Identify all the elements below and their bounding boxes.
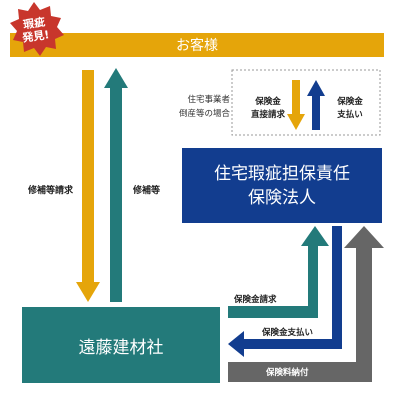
claim-label: 保険金請求 — [234, 295, 277, 305]
direct-claim-legend-arrow — [287, 80, 305, 130]
direct-claim-line2: 直接請求 — [250, 110, 285, 120]
payment-legend-label: 保険金 支払い — [328, 96, 372, 122]
bankruptcy-note-line1: 住宅事業者 — [187, 95, 230, 105]
insurer-line1: 住宅瑕疵担保責任 — [214, 163, 350, 184]
defect-badge — [10, 2, 64, 56]
repair-arrow — [104, 68, 128, 302]
customer-label: お客様 — [10, 33, 384, 57]
builder-box — [22, 307, 220, 383]
payout-label: 保険金支払い — [262, 328, 314, 338]
payment-line1: 保険金 — [337, 97, 363, 107]
repair-request-arrow — [76, 70, 100, 302]
builder-text: 遠藤建材社 — [78, 337, 164, 358]
repair-label: 修補等 — [133, 186, 161, 196]
customer-text: お客様 — [176, 38, 218, 54]
insurer-label: 住宅瑕疵担保責任 保険法人 — [182, 148, 382, 223]
bankruptcy-legend-box — [231, 69, 381, 136]
bankruptcy-note: 住宅事業者 倒産等の場合 — [150, 93, 230, 121]
repair-request-label: 修補等請求 — [28, 186, 74, 196]
insurer-line2: 保険法人 — [248, 187, 316, 208]
builder-label: 遠藤建材社 — [22, 307, 220, 383]
direct-claim-legend-label: 保険金 直接請求 — [246, 96, 290, 122]
direct-claim-line1: 保険金 — [255, 97, 281, 107]
premium-label: 保険料納付 — [266, 368, 309, 378]
insurer-box — [182, 148, 382, 223]
bankruptcy-note-line2: 倒産等の場合 — [178, 109, 230, 119]
claim-arrow — [228, 226, 329, 318]
premium-arrow — [228, 226, 384, 382]
customer-bar — [10, 33, 384, 57]
payment-line2: 支払い — [337, 110, 363, 120]
payment-legend-arrow — [307, 80, 325, 130]
payout-arrow — [228, 226, 342, 357]
